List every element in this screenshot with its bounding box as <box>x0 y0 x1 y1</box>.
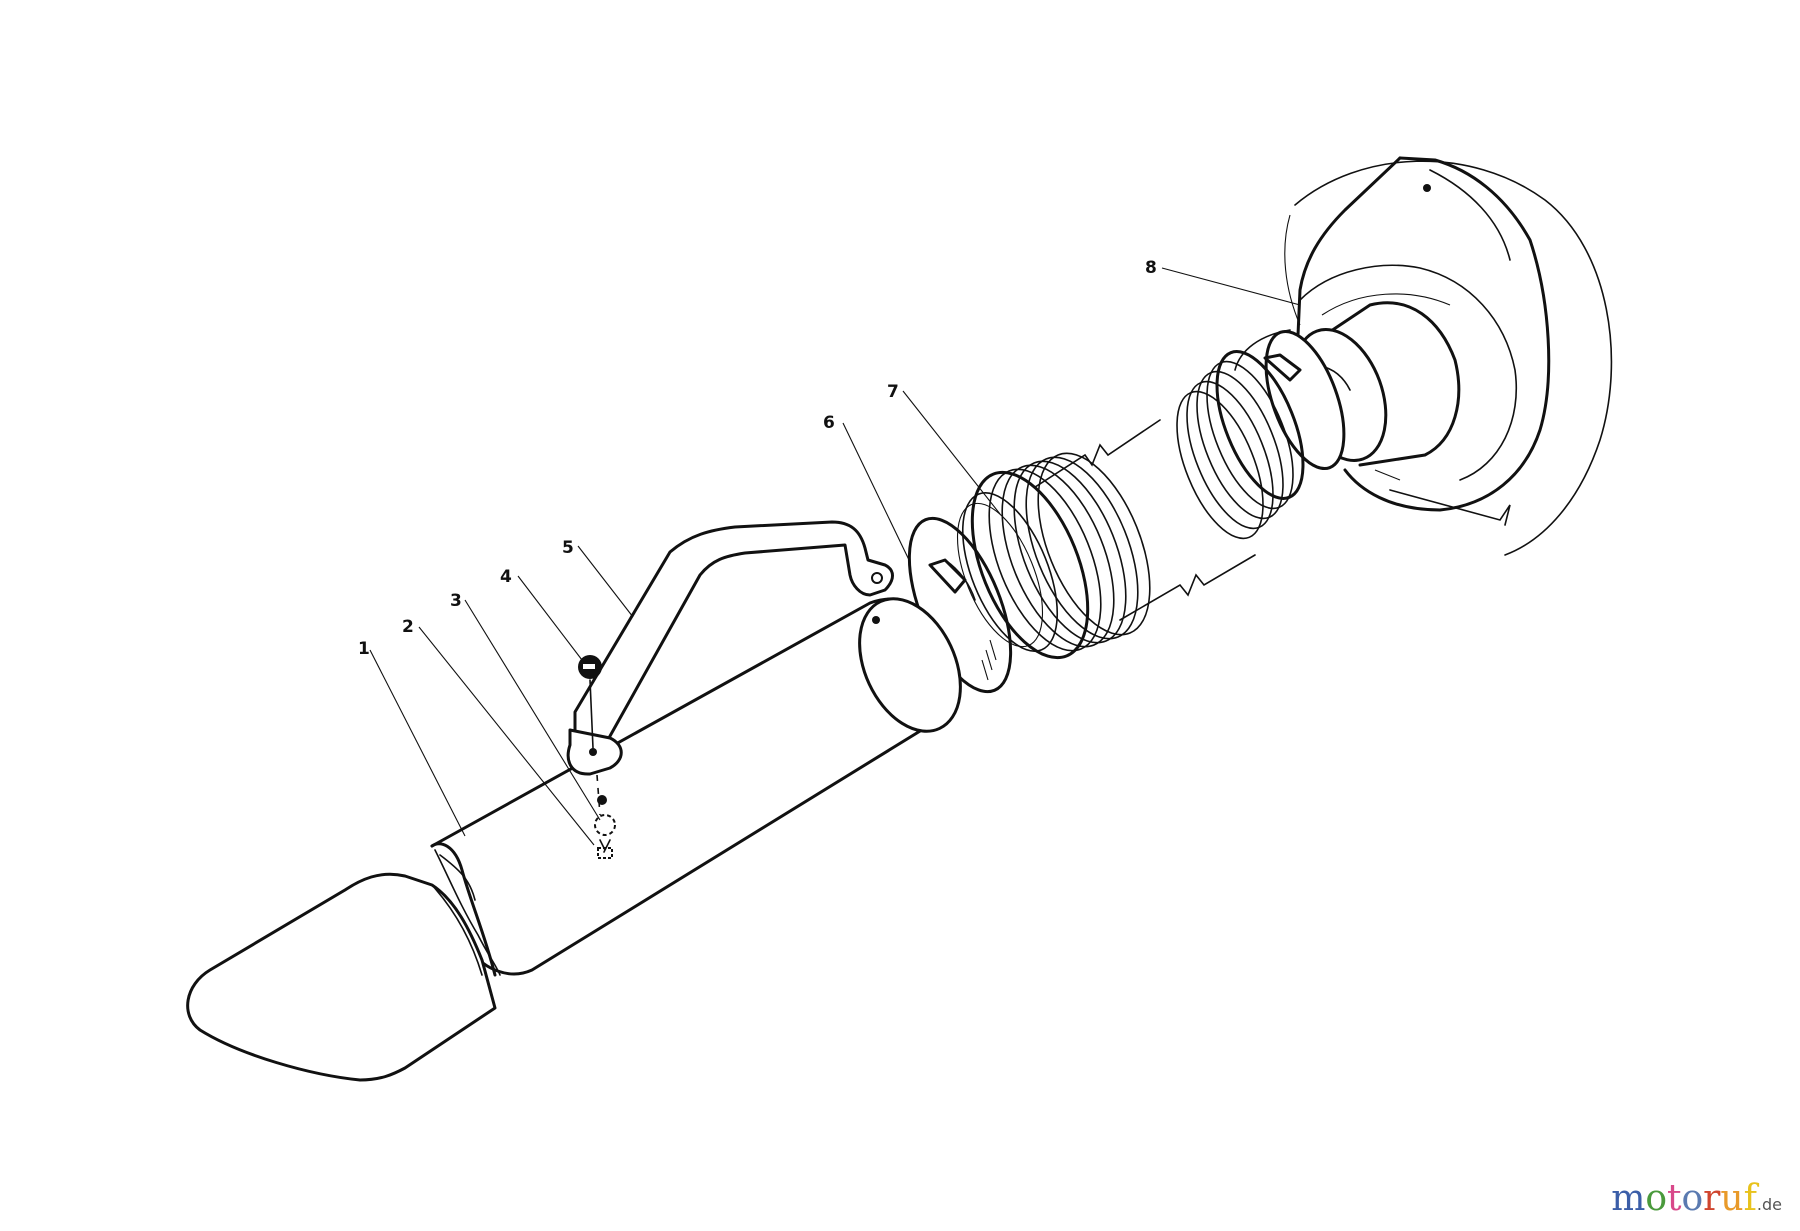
callout-6: 6 <box>823 413 835 433</box>
hose-clamp-upper <box>1234 329 1346 471</box>
watermark-letter: r <box>1703 1178 1721 1219</box>
leader-8 <box>1161 267 1301 306</box>
watermark-letter: o <box>1645 1178 1668 1219</box>
leader-1 <box>369 649 466 837</box>
leader-7 <box>902 390 1001 515</box>
callout-2: 2 <box>402 617 414 637</box>
watermark-suffix: .de <box>1756 1195 1782 1214</box>
watermark-letter: o <box>1681 1178 1704 1219</box>
part-1-discharge-tube <box>186 597 962 1082</box>
watermark-letter: u <box>1720 1178 1744 1219</box>
part-4-nut <box>578 655 602 679</box>
callout-5: 5 <box>562 538 574 558</box>
part-3-washer <box>594 795 616 836</box>
leader-3 <box>464 599 601 821</box>
watermark-letter: m <box>1611 1178 1646 1219</box>
assembly-line-nut <box>589 679 594 749</box>
leader-lines <box>369 267 1301 846</box>
leader-2 <box>418 626 595 846</box>
leader-5 <box>577 545 634 618</box>
callout-4: 4 <box>500 567 512 587</box>
callout-labels: 1 2 3 4 5 6 7 8 <box>358 258 1157 659</box>
part-5-bracket <box>566 520 894 776</box>
leader-6 <box>842 422 911 563</box>
callout-1: 1 <box>358 639 370 659</box>
watermark-logo: motoruf.de <box>1611 1181 1782 1217</box>
callout-7: 7 <box>887 382 899 402</box>
watermark-letter: f <box>1743 1178 1757 1219</box>
callout-3: 3 <box>450 591 462 611</box>
part-2-bolt <box>597 839 613 859</box>
watermark-letter: t <box>1667 1178 1682 1219</box>
callout-8: 8 <box>1145 258 1157 278</box>
leader-4 <box>517 575 583 661</box>
part-7-flexible-hose <box>956 350 1305 660</box>
part-8-housing <box>1284 156 1613 556</box>
